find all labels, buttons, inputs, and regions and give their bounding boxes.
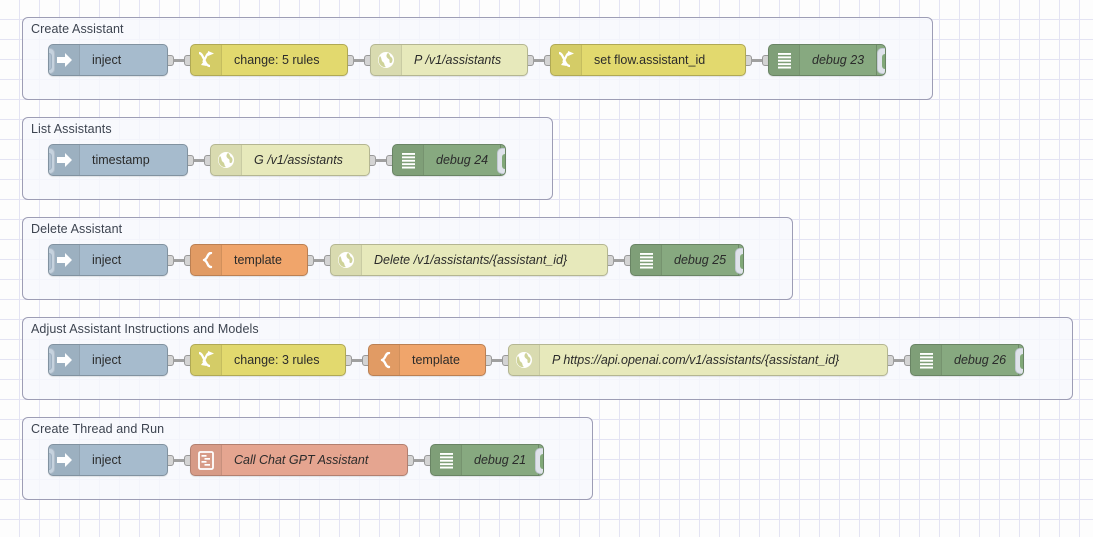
node-link[interactable] <box>403 455 435 466</box>
node-http[interactable]: P /v1/assistants <box>370 44 528 76</box>
inject-trigger-button[interactable] <box>49 148 55 174</box>
debug-lines-icon <box>431 445 462 475</box>
debug-toggle-button[interactable] <box>497 148 505 174</box>
debug-lines-icon <box>769 45 800 75</box>
node-label: debug 24 <box>436 153 489 167</box>
node-label: Call Chat GPT Assistant <box>234 453 369 467</box>
node-label: inject <box>92 353 122 367</box>
node-link[interactable] <box>741 55 773 66</box>
wire <box>173 259 185 262</box>
node-label: G /v1/assistants <box>254 153 343 167</box>
node-label: timestamp <box>92 153 150 167</box>
wire <box>173 59 185 62</box>
node-label: template <box>412 353 460 367</box>
wire <box>173 459 185 462</box>
debug-toggle-button[interactable] <box>877 48 885 74</box>
debug-lines-icon <box>631 245 662 275</box>
node-debug[interactable]: debug 21 <box>430 444 544 476</box>
node-gpt[interactable]: Call Chat GPT Assistant <box>190 444 408 476</box>
node-label: P /v1/assistants <box>414 53 502 67</box>
node-label: inject <box>92 453 122 467</box>
debug-toggle-button[interactable] <box>735 248 743 274</box>
node-label: change: 3 rules <box>234 353 320 367</box>
wire <box>413 459 425 462</box>
node-label: Delete /v1/assistants/{assistant_id} <box>374 253 568 267</box>
node-change[interactable]: change: 5 rules <box>190 44 348 76</box>
node-label: change: 5 rules <box>234 53 320 67</box>
wire <box>353 59 365 62</box>
node-debug[interactable]: debug 26 <box>910 344 1024 376</box>
node-label: set flow.assistant_id <box>594 53 706 67</box>
globe-icon <box>211 145 242 175</box>
wire <box>173 359 185 362</box>
wire <box>313 259 325 262</box>
wire <box>375 159 387 162</box>
node-change[interactable]: change: 3 rules <box>190 344 346 376</box>
wire <box>193 159 205 162</box>
node-label: template <box>234 253 282 267</box>
node-inject[interactable]: timestamp <box>48 144 188 176</box>
wire <box>351 359 363 362</box>
node-inject[interactable]: inject <box>48 244 168 276</box>
node-label: debug 25 <box>674 253 727 267</box>
group-title: Create Assistant <box>31 22 124 36</box>
node-inject[interactable]: inject <box>48 344 168 376</box>
wire <box>491 359 503 362</box>
inject-trigger-button[interactable] <box>49 248 55 274</box>
group-title: Create Thread and Run <box>31 422 165 436</box>
debug-toggle-button[interactable] <box>1015 348 1023 374</box>
wire <box>751 59 763 62</box>
node-change[interactable]: set flow.assistant_id <box>550 44 746 76</box>
group-title: Adjust Assistant Instructions and Models <box>31 322 259 336</box>
template-brace-icon <box>369 345 400 375</box>
node-label: inject <box>92 253 122 267</box>
node-debug[interactable]: debug 23 <box>768 44 886 76</box>
change-swap-icon <box>551 45 582 75</box>
inject-trigger-button[interactable] <box>49 348 55 374</box>
wire <box>893 359 905 362</box>
debug-lines-icon <box>911 345 942 375</box>
wire <box>533 59 545 62</box>
template-brace-icon <box>191 245 222 275</box>
node-template[interactable]: template <box>190 244 308 276</box>
globe-icon <box>509 345 540 375</box>
node-http[interactable]: Delete /v1/assistants/{assistant_id} <box>330 244 608 276</box>
node-debug[interactable]: debug 24 <box>392 144 506 176</box>
node-inject[interactable]: inject <box>48 44 168 76</box>
node-http[interactable]: P https://api.openai.com/v1/assistants/{… <box>508 344 888 376</box>
inject-trigger-button[interactable] <box>49 48 55 74</box>
globe-icon <box>371 45 402 75</box>
wire <box>613 259 625 262</box>
node-label: debug 23 <box>812 53 865 67</box>
node-label: P https://api.openai.com/v1/assistants/{… <box>552 353 840 367</box>
node-inject[interactable]: inject <box>48 444 168 476</box>
inject-trigger-button[interactable] <box>49 448 55 474</box>
gpt-script-icon <box>191 445 222 475</box>
node-label: inject <box>92 53 122 67</box>
node-label: debug 26 <box>954 353 1007 367</box>
debug-toggle-button[interactable] <box>535 448 543 474</box>
change-swap-icon <box>191 345 222 375</box>
group-title: Delete Assistant <box>31 222 123 236</box>
globe-icon <box>331 245 362 275</box>
node-template[interactable]: template <box>368 344 486 376</box>
group-title: List Assistants <box>31 122 112 136</box>
node-debug[interactable]: debug 25 <box>630 244 744 276</box>
change-swap-icon <box>191 45 222 75</box>
debug-lines-icon <box>393 145 424 175</box>
node-label: debug 21 <box>474 453 527 467</box>
node-http[interactable]: G /v1/assistants <box>210 144 370 176</box>
